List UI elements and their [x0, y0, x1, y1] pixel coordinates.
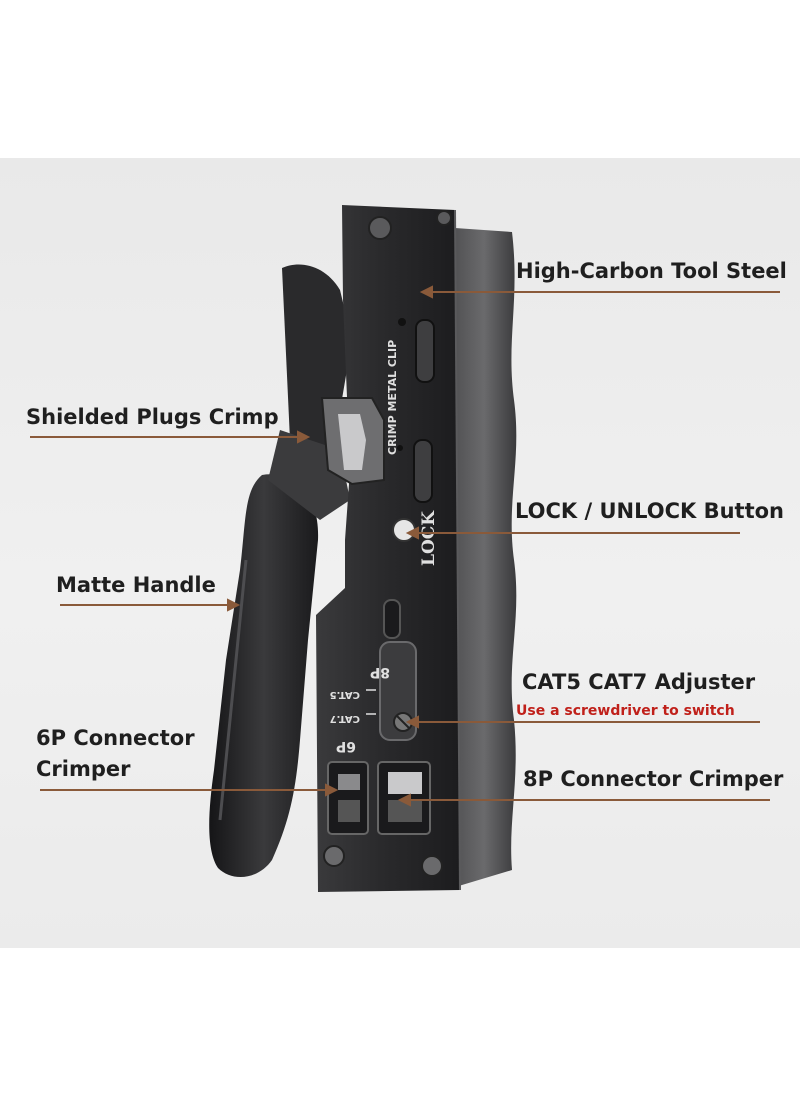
- marking-crimp-metal-clip: CRIMP METAL CLIP: [386, 340, 399, 455]
- adjuster-slot-top: [383, 599, 401, 639]
- marking-lock: LOCK: [419, 510, 439, 566]
- rivet-top-right: [436, 210, 452, 226]
- marking-8p: 8P: [370, 664, 390, 680]
- leader-8p-tip: [397, 793, 411, 807]
- leader-steel-tip: [419, 285, 433, 299]
- marking-cat7: CAT.7: [330, 713, 360, 724]
- leader-lines: [30, 285, 780, 807]
- body-edge: [454, 209, 461, 891]
- callout-6p-connector-line2: Crimper: [36, 757, 131, 781]
- six-p-die: [327, 761, 369, 835]
- leader-handle-tip: [227, 598, 241, 612]
- callout-6p-connector-line1: 6P Connector: [36, 726, 195, 750]
- leader-adjuster-tip: [405, 715, 419, 729]
- eight-p-die-inner-2: [388, 800, 422, 822]
- clip-slot-upper: [415, 319, 435, 383]
- marking-cat5: CAT.5: [330, 689, 360, 700]
- six-p-die-inner: [338, 774, 360, 790]
- callout-high-carbon-tool-steel: High-Carbon Tool Steel: [516, 259, 787, 283]
- matte-handle: [209, 474, 319, 878]
- clip-slot-lower: [413, 439, 433, 503]
- leader-lock-tip: [405, 526, 419, 540]
- lock-button: [392, 518, 416, 542]
- callout-shielded-plugs-crimp: Shielded Plugs Crimp: [26, 405, 279, 429]
- shielded-die-inner: [338, 414, 366, 470]
- callout-matte-handle: Matte Handle: [56, 573, 216, 597]
- body-side: [452, 228, 517, 888]
- leader-6p-tip: [325, 783, 339, 797]
- rivet-bottom-right: [421, 855, 443, 877]
- leader-shielded-tip: [297, 430, 311, 444]
- marking-6p: 6P: [336, 738, 356, 754]
- adjuster-screw-slot: [396, 715, 410, 729]
- callout-adjuster-note: Use a screwdriver to switch: [516, 703, 735, 719]
- rivet-bottom-left: [323, 845, 345, 867]
- eight-p-die-inner: [388, 772, 422, 794]
- rivet-top-left: [368, 216, 392, 240]
- callout-lock-unlock-button: LOCK / UNLOCK Button: [515, 499, 784, 523]
- callout-cat5-cat7-adjuster: CAT5 CAT7 Adjuster: [522, 670, 756, 694]
- six-p-die-inner-2: [338, 800, 360, 822]
- handle-highlight: [218, 559, 248, 821]
- clip-screw: [398, 318, 406, 326]
- clip-screw-2: [397, 445, 403, 451]
- callout-8p-connector-crimper: 8P Connector Crimper: [523, 767, 784, 791]
